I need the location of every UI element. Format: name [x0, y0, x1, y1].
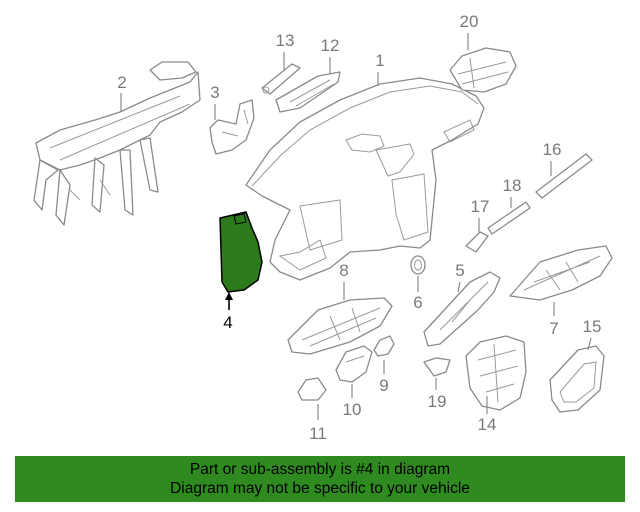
part-20-airbag: 20 — [449, 12, 517, 93]
part-19-clip: 19 — [423, 357, 451, 411]
part-18-trim: 18 — [487, 176, 531, 235]
info-banner: Part or sub-assembly is #4 in diagram Di… — [15, 456, 625, 502]
callout-9: 9 — [379, 376, 388, 395]
banner-line-2: Diagram may not be specific to your vehi… — [170, 480, 470, 497]
callout-2: 2 — [117, 73, 126, 92]
part-13-clip: 13 — [261, 31, 301, 95]
part-3-bracket: 3 — [209, 83, 255, 155]
callout-14: 14 — [478, 415, 497, 434]
callout-7: 7 — [549, 319, 558, 338]
part-11-bracket: 11 — [297, 377, 327, 443]
callout-1: 1 — [375, 51, 384, 70]
part-16-trim: 16 — [535, 140, 593, 199]
banner-line-1: Part or sub-assembly is #4 in diagram — [189, 461, 451, 478]
part-8-knee-panel: 8 — [287, 261, 393, 355]
part-17-trim: 17 — [465, 197, 490, 253]
callout-18: 18 — [503, 176, 522, 195]
callout-5: 5 — [455, 261, 464, 280]
callout-13: 13 — [276, 31, 295, 50]
callout-17: 17 — [471, 197, 490, 216]
callout-15: 15 — [583, 317, 602, 336]
part-14-bracket: 14 — [465, 335, 527, 434]
callout-4: 4 — [223, 313, 232, 332]
part-15-bezel: 15 — [549, 317, 605, 413]
callout-6: 6 — [413, 293, 422, 312]
part-5-console-trim: 5 — [423, 261, 501, 347]
callout-3: 3 — [210, 83, 219, 102]
part-9-clip: 9 — [373, 335, 395, 395]
part-12-grille: 12 — [275, 36, 341, 113]
callout-11: 11 — [309, 424, 327, 443]
part-4-side-panel: 4 — [219, 211, 263, 332]
leader-5 — [457, 281, 461, 293]
callout-12: 12 — [321, 36, 340, 55]
leader-15 — [587, 337, 592, 351]
parts-diagram: 2 3 13 12 1 20 — [33, 12, 613, 443]
callout-10: 10 — [343, 400, 362, 419]
part-10-duct: 10 — [335, 345, 373, 419]
callout-16: 16 — [543, 140, 562, 159]
part-7-lower-panel: 7 — [509, 245, 613, 338]
part-6-ring: 6 — [410, 255, 426, 312]
callout-20: 20 — [460, 12, 479, 31]
callout-19: 19 — [428, 392, 447, 411]
callout-8: 8 — [339, 261, 348, 280]
part-1-instrument-panel: 1 — [245, 51, 485, 281]
part-2-crossbeam: 2 — [33, 61, 201, 226]
